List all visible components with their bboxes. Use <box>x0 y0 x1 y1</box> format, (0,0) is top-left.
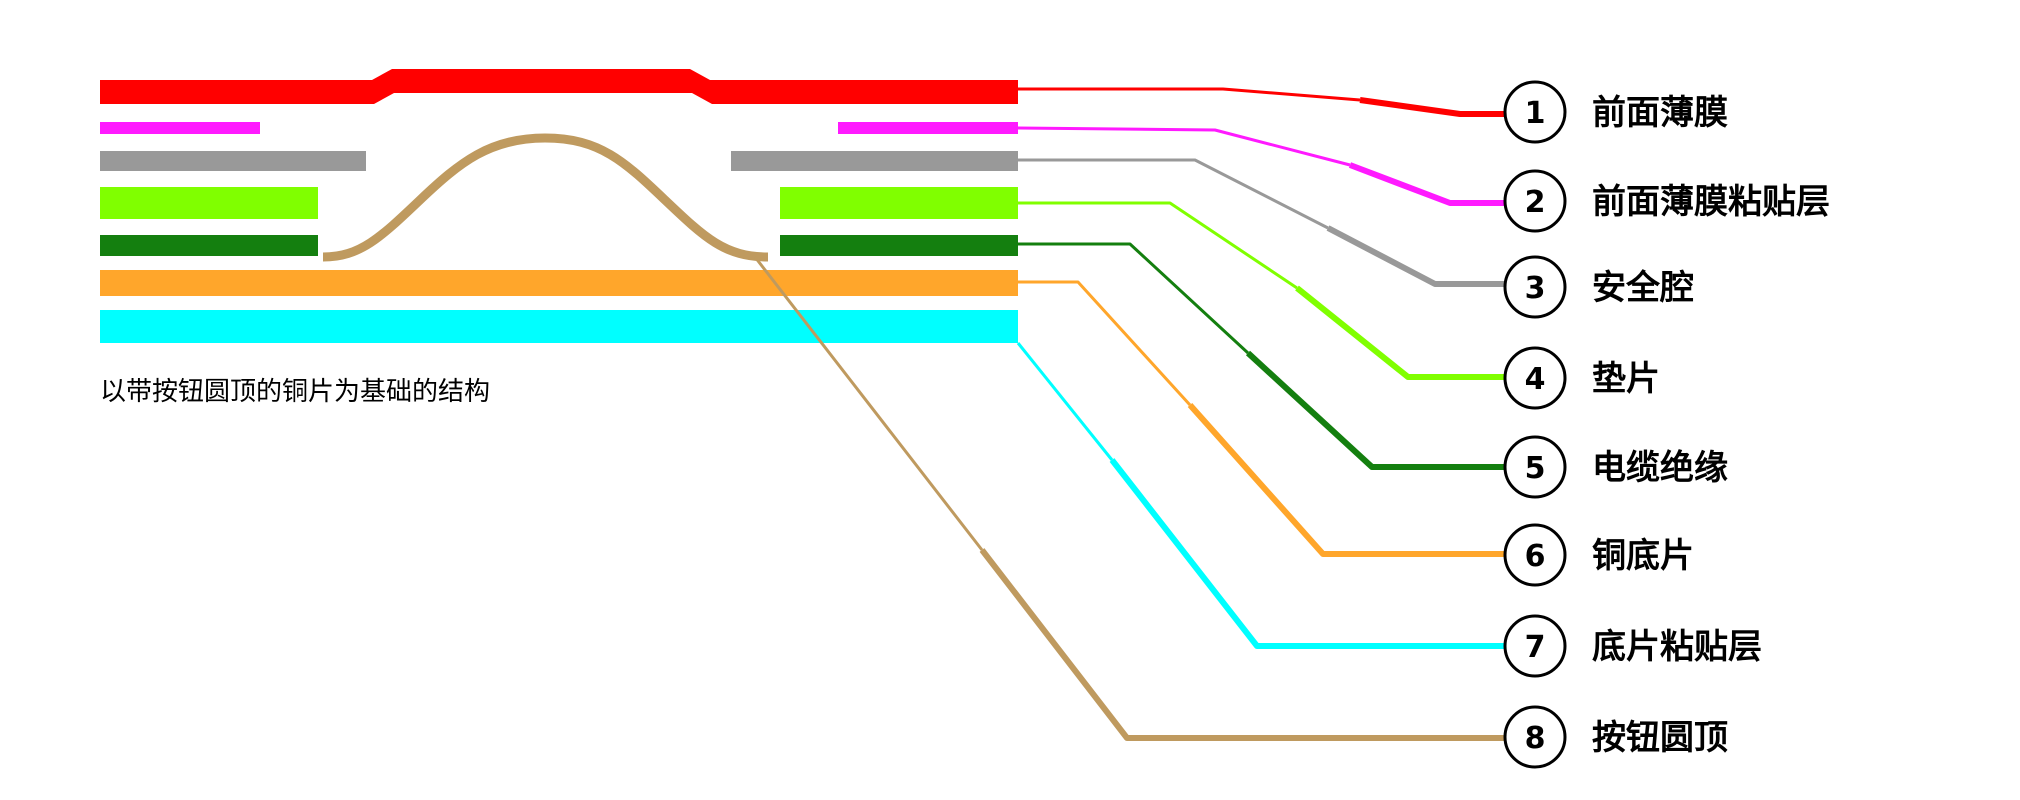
number-label-1: 1 <box>1525 96 1546 131</box>
number-marker-5: 5 <box>1503 435 1567 499</box>
leader-line-2-bold <box>1348 162 1505 206</box>
cable-insulation-left <box>100 235 318 256</box>
number-marker-7: 7 <box>1503 614 1567 678</box>
copper-base-layer <box>100 270 1018 296</box>
number-label-8: 8 <box>1525 721 1546 756</box>
number-label-5: 5 <box>1525 451 1546 486</box>
layer-label-4: 垫片 <box>1592 359 1660 399</box>
number-markers: 1 2 3 4 5 6 7 8 <box>1503 80 1567 769</box>
leader-line-6-bold <box>1187 403 1505 557</box>
leader-line-4 <box>1018 201 1298 290</box>
front-film-adhesive-right <box>838 122 1018 134</box>
layer-label-2: 前面薄膜粘贴层 <box>1592 182 1830 222</box>
leader-line-3 <box>1018 158 1329 230</box>
leader-line-7 <box>1016 342 1114 461</box>
leader-line-8 <box>753 256 984 551</box>
leader-line-1-bold <box>1359 97 1505 117</box>
layer-label-6: 铜底片 <box>1592 536 1694 576</box>
cable-insulation-right <box>780 235 1018 256</box>
leader-line-1 <box>1018 87 1361 102</box>
spacer-right <box>780 187 1018 219</box>
layer-label-8: 按钮圆顶 <box>1592 718 1728 758</box>
layer-label-5: 电缆绝缘 <box>1592 448 1728 488</box>
leader-line-5 <box>1018 242 1250 355</box>
leader-line-7-bold <box>1109 458 1505 649</box>
front-film-adhesive-left <box>100 122 260 134</box>
layer-label-1: 前面薄膜 <box>1592 93 1728 133</box>
number-marker-4: 4 <box>1503 346 1567 410</box>
leader-line-8-bold <box>979 548 1505 741</box>
number-label-2: 2 <box>1525 185 1546 220</box>
number-label-6: 6 <box>1525 539 1546 574</box>
diagram-caption: 以带按钮圆顶的铜片为基础的结构 <box>100 377 490 407</box>
leader-line-3-bold <box>1326 225 1505 287</box>
leader-line-6 <box>1018 280 1192 407</box>
layer-labels: 前面薄膜 前面薄膜粘贴层 安全腔 垫片 电缆绝缘 铜底片 底片粘贴层 按钮圆顶 <box>1592 93 1830 758</box>
number-marker-3: 3 <box>1503 255 1567 319</box>
leader-line-2 <box>1017 126 1351 167</box>
button-dome <box>322 133 769 262</box>
number-marker-2: 2 <box>1503 169 1567 233</box>
base-adhesive-layer <box>100 310 1018 343</box>
layer-label-3: 安全腔 <box>1592 268 1694 308</box>
number-marker-1: 1 <box>1503 80 1567 144</box>
number-marker-8: 8 <box>1503 705 1567 769</box>
leader-line-4-bold <box>1295 285 1505 380</box>
leader-line-5-bold <box>1245 350 1505 470</box>
spacer-left <box>100 187 318 219</box>
number-label-4: 4 <box>1525 362 1546 397</box>
number-label-7: 7 <box>1525 630 1546 665</box>
leader-lines <box>753 87 1505 741</box>
layer-label-7: 底片粘贴层 <box>1592 627 1762 667</box>
front-film-layer <box>100 69 1018 104</box>
number-label-3: 3 <box>1525 271 1546 306</box>
safety-cavity-right <box>731 151 1018 171</box>
layer-stack <box>100 69 1018 343</box>
number-marker-6: 6 <box>1503 523 1567 587</box>
safety-cavity-left <box>100 151 366 171</box>
